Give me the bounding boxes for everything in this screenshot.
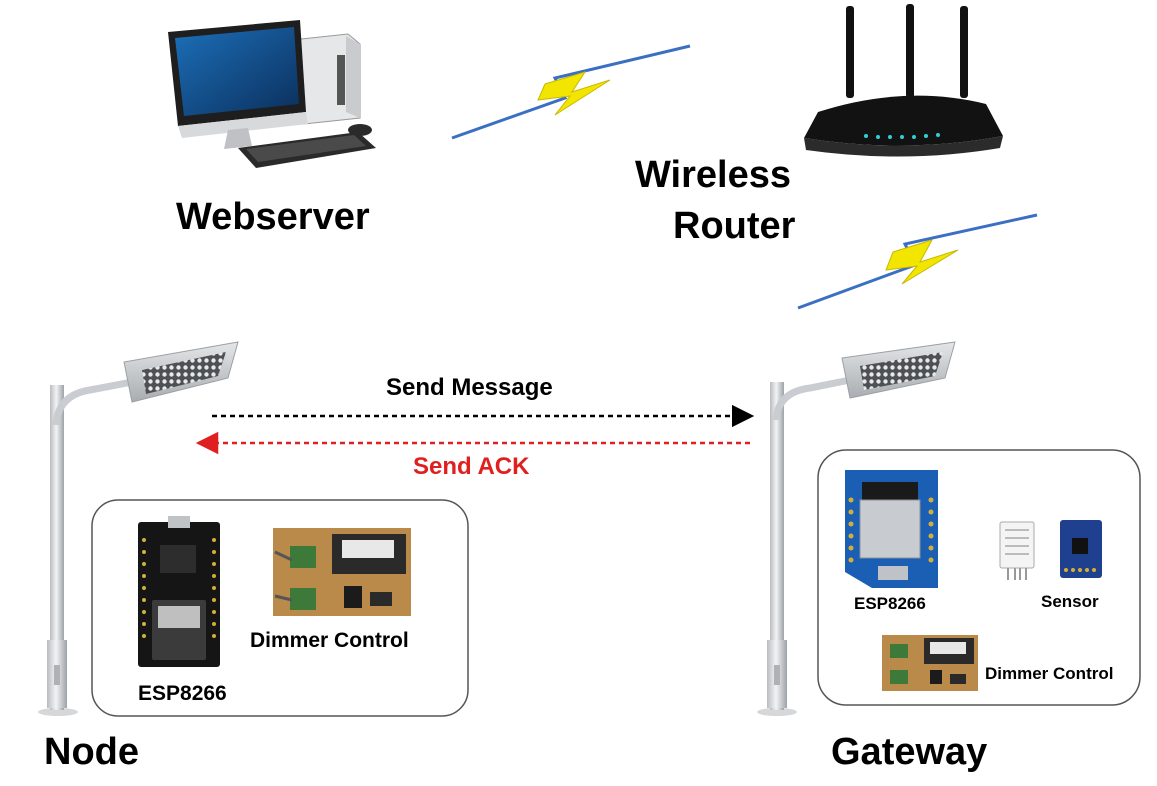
send-message-label: Send Message bbox=[386, 374, 553, 401]
desktop-computer-icon bbox=[168, 20, 376, 168]
node-street-lamp-icon bbox=[38, 341, 239, 716]
gateway-dimmer-label: Dimmer Control bbox=[985, 664, 1114, 683]
gateway-dimmer-board-icon bbox=[882, 635, 978, 691]
gateway-sensor-label: Sensor bbox=[1041, 592, 1099, 611]
gateway-street-lamp-icon bbox=[757, 341, 956, 716]
node-label: Node bbox=[44, 731, 139, 773]
gateway-sensor-module-icon bbox=[999, 520, 1102, 580]
router-label-line1: Wireless bbox=[635, 154, 791, 196]
router-label-line2: Router bbox=[673, 205, 796, 247]
gateway-label: Gateway bbox=[831, 731, 988, 773]
node-esp8266-label: ESP8266 bbox=[138, 682, 227, 705]
gateway-esp8266-label: ESP8266 bbox=[854, 594, 926, 613]
node-dimmer-label: Dimmer Control bbox=[250, 629, 409, 652]
wireless-link-router-gateway bbox=[797, 213, 1038, 310]
gateway-esp8266-board-icon bbox=[845, 470, 938, 588]
wireless-router-icon bbox=[804, 4, 1003, 157]
send-ack-label: Send ACK bbox=[413, 453, 530, 480]
node-dimmer-board-icon bbox=[273, 528, 411, 616]
node-esp8266-board-icon bbox=[138, 516, 220, 667]
webserver-label: Webserver bbox=[176, 196, 370, 238]
wireless-link-server-router bbox=[451, 44, 691, 140]
